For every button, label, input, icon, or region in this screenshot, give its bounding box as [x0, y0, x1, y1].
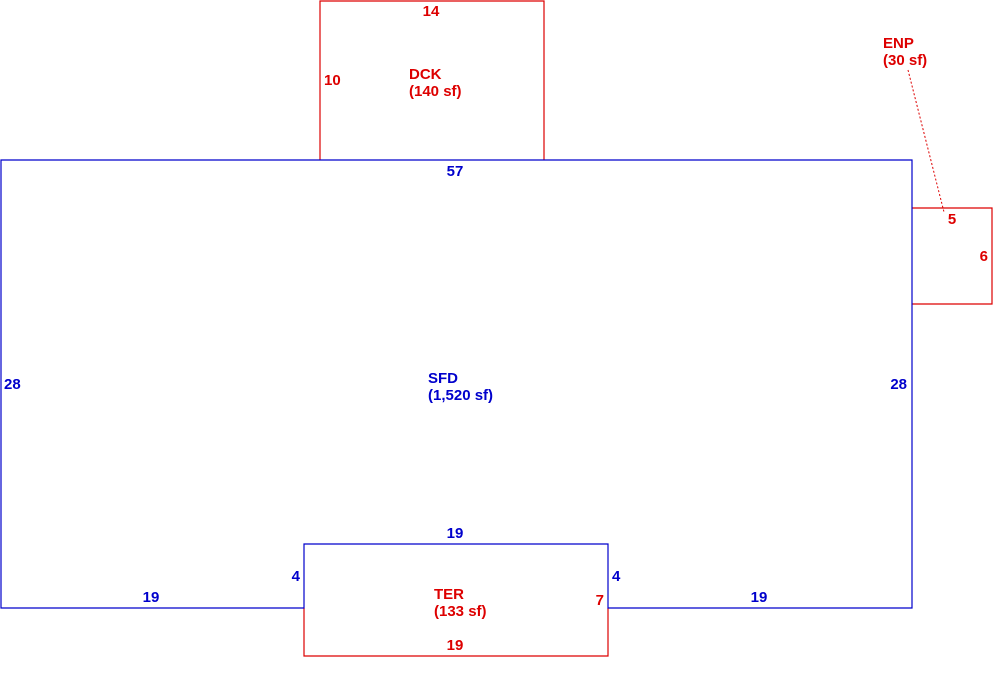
ter-dim-bottom: 19 [447, 637, 464, 654]
dck-dim-top: 14 [423, 3, 440, 20]
enp-dim-right: 6 [980, 248, 988, 265]
ter-code-label: TER [434, 586, 464, 603]
enp-leader-line [907, 69, 945, 213]
sfd-dim-top: 57 [447, 163, 464, 180]
sfd-dim-notch-left: 4 [292, 568, 301, 585]
dck-code-label: DCK [409, 66, 442, 83]
enp-outline [912, 207, 993, 305]
enp-area-label: (30 sf) [883, 52, 927, 69]
enp-code-label: ENP [883, 35, 914, 52]
sfd-dim-bottom-left: 19 [143, 589, 160, 606]
sfd-dim-notch-top: 19 [447, 525, 464, 542]
sfd-code-label: SFD [428, 370, 458, 387]
sfd-dim-right: 28 [890, 376, 907, 393]
sfd-outline [0, 159, 913, 609]
dck-area-label: (140 sf) [409, 83, 462, 100]
ter-dim-right: 7 [596, 592, 604, 609]
sfd-area-label: (1,520 sf) [428, 387, 493, 404]
sfd-dim-bottom-right: 19 [751, 589, 768, 606]
dck-dim-left: 10 [324, 72, 341, 89]
dck-outline [319, 0, 545, 160]
enp-dim-top: 5 [948, 211, 956, 228]
sfd-dim-left: 28 [4, 376, 21, 393]
ter-outline [303, 608, 609, 657]
ter-area-label: (133 sf) [434, 603, 487, 620]
sfd-dim-notch-right: 4 [612, 568, 621, 585]
